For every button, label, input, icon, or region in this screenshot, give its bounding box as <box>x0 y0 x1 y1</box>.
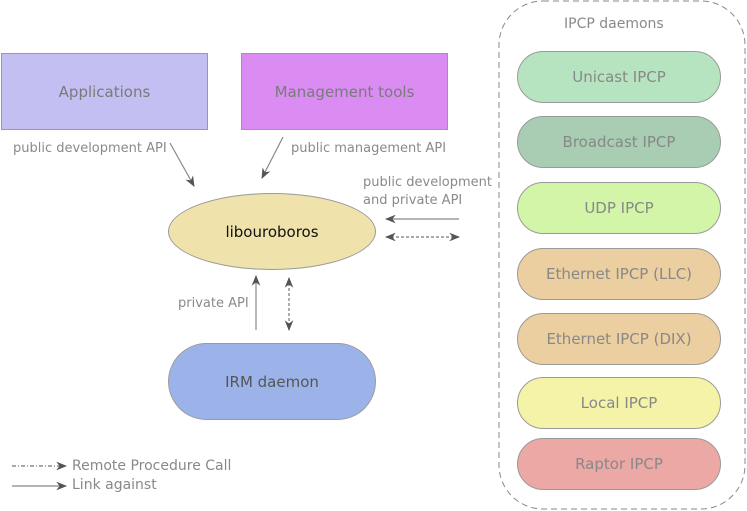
ipcp-ethernet-dix-label: Ethernet IPCP (DIX) <box>546 330 692 348</box>
ipcp-ethernet-llc: Ethernet IPCP (LLC) <box>517 248 721 300</box>
ipcp-unicast-label: Unicast IPCP <box>572 68 666 86</box>
applications-block: Applications <box>1 53 208 130</box>
public-mgmt-api-label: public management API <box>291 141 447 156</box>
ipcp-raptor-label: Raptor IPCP <box>575 455 663 473</box>
ipcp-ethernet-llc-label: Ethernet IPCP (LLC) <box>545 265 693 283</box>
ipcp-daemons-group <box>498 0 746 510</box>
ipcp-broadcast-label: Broadcast IPCP <box>562 133 676 151</box>
public-dev-private-api-label-1: public development <box>363 175 493 190</box>
ipcp-local: Local IPCP <box>517 377 721 429</box>
private-api-label: private API <box>178 296 249 311</box>
link-arrow-management <box>261 136 284 179</box>
legend-link-label: Link against <box>72 477 157 493</box>
irm-daemon-label: IRM daemon <box>225 372 319 391</box>
ipcp-local-label: Local IPCP <box>580 394 658 412</box>
management-tools-block: Management tools <box>241 53 448 130</box>
ipcp-unicast: Unicast IPCP <box>517 51 721 103</box>
public-dev-private-api-label-2: and private API <box>363 193 463 208</box>
applications-label: Applications <box>58 82 151 101</box>
ipcp-broadcast: Broadcast IPCP <box>517 116 721 168</box>
ipcp-udp-label: UDP IPCP <box>584 199 654 217</box>
irm-daemon-block: IRM daemon <box>168 343 376 420</box>
ipcp-ethernet-dix: Ethernet IPCP (DIX) <box>517 313 721 365</box>
ipcp-daemons-title: IPCP daemons <box>564 16 664 32</box>
ipcp-udp: UDP IPCP <box>517 182 721 234</box>
public-dev-api-label: public development API <box>13 141 167 156</box>
management-tools-label: Management tools <box>274 82 415 101</box>
link-arrow-applications <box>169 142 195 187</box>
legend-rpc-label: Remote Procedure Call <box>72 458 232 474</box>
ipcp-raptor: Raptor IPCP <box>517 438 721 490</box>
libouroboros-label: libouroboros <box>225 222 319 241</box>
libouroboros-block: libouroboros <box>168 193 376 270</box>
